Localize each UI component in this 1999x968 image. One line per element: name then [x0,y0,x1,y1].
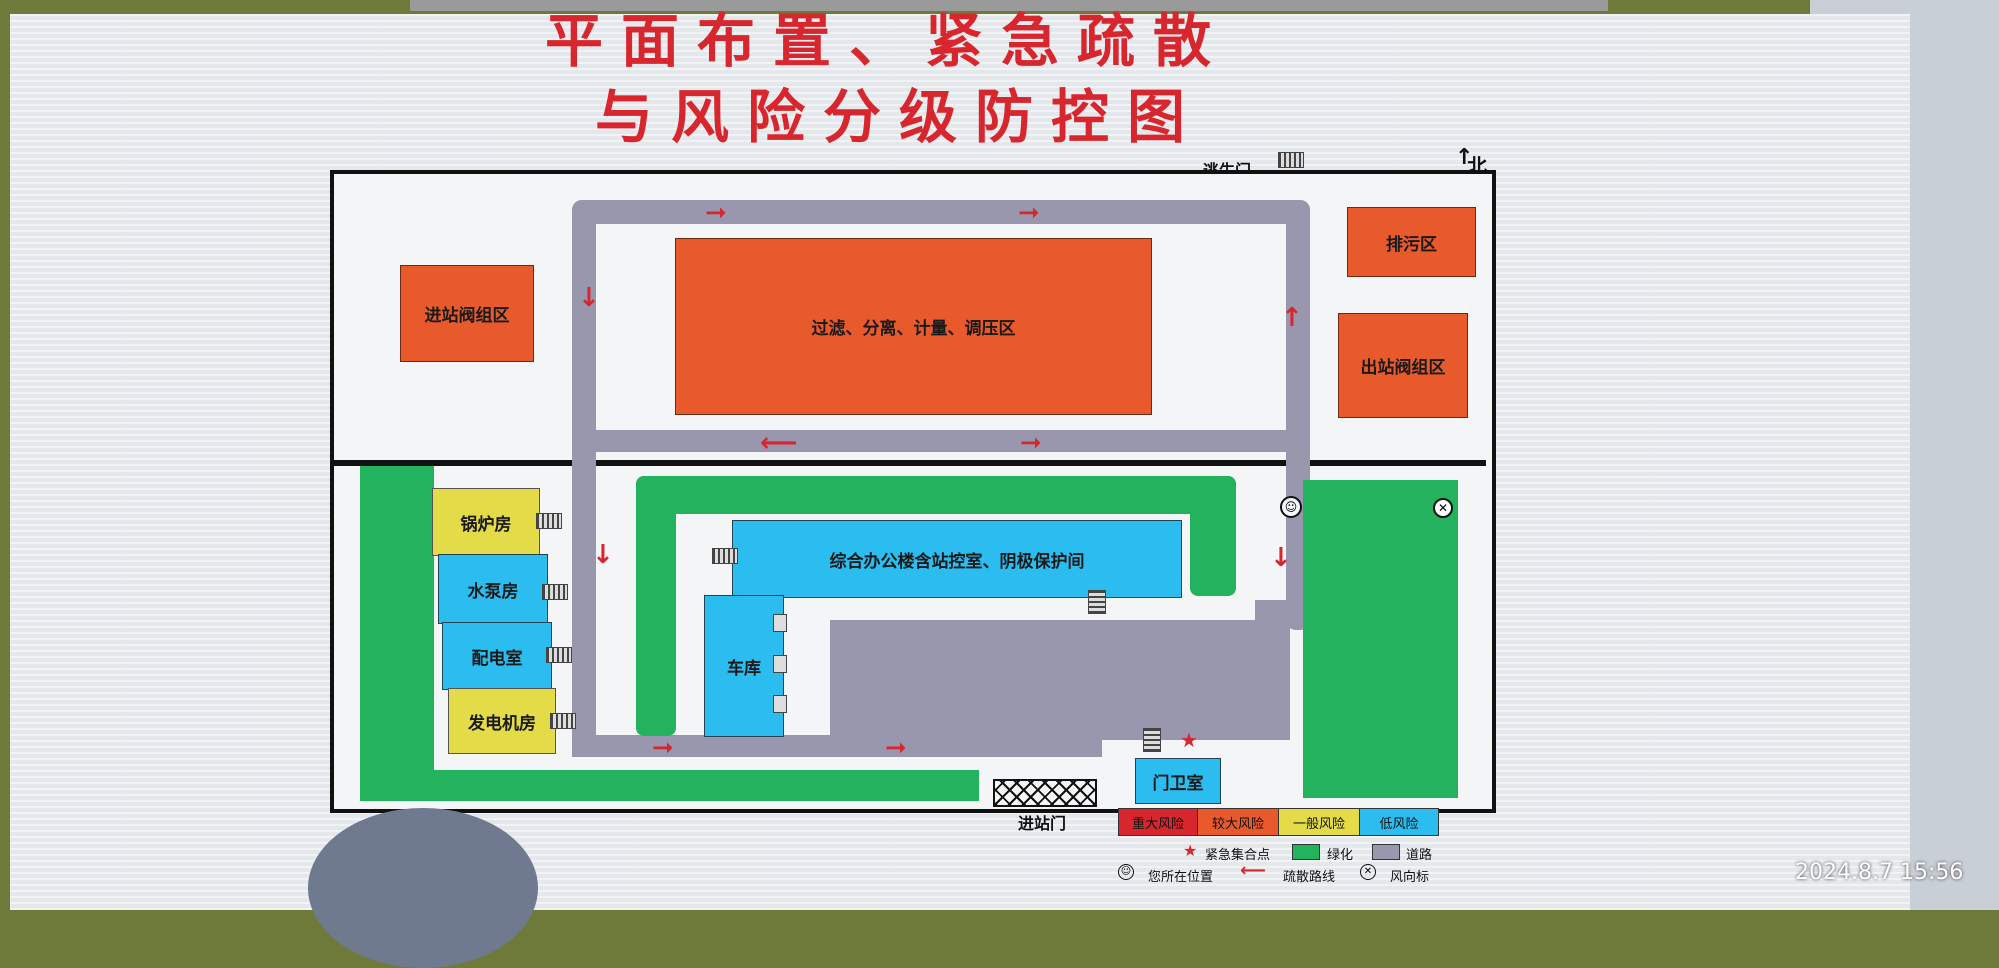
legend-evacuation-route: 疏散路线 [1283,870,1336,885]
evacuation-arrow-icon: ⟵ [760,428,798,458]
road-middle [572,430,1310,452]
stair-icon [542,584,568,600]
power-distribution-room: 配电室 [442,622,552,690]
guard-room: 门卫室 [1135,758,1221,804]
legend-assembly-point: 紧急集合点 [1205,848,1271,863]
stair-icon [1088,590,1106,614]
garage-door-icon [773,695,787,713]
road-top [572,200,1310,224]
entrance-gate-label: 进站门 [1018,814,1067,833]
legend-green-swatch [1292,844,1320,860]
legend-star-icon: ★ [1183,841,1198,860]
boiler-room: 锅炉房 [432,488,540,556]
evacuation-arrow-icon: ➞ [652,733,674,763]
legend-major-risk: 重大风险 [1118,808,1198,836]
garage-door-icon [773,614,787,632]
title-line-2: 与风险分级防控图 [595,83,1204,151]
legend-your-position: 您所在位置 [1148,870,1214,885]
photo-timestamp: 2024.8.7 15:56 [1795,860,1964,885]
evacuation-arrow-icon: ➞ [705,198,727,228]
stair-icon [546,647,572,663]
filter-zone: 过滤、分离、计量、调压区 [675,238,1152,415]
evacuation-arrow-icon: ↑ [1281,303,1303,333]
green-area-mid-right [1190,476,1236,596]
evacuation-arrow-icon: ➞ [1020,428,1042,458]
road-corner [1255,600,1290,640]
generator-room: 发电机房 [448,688,556,754]
sign-board [10,14,1910,910]
garage: 车库 [704,595,784,737]
parking-area [830,620,1290,740]
inlet-valve-zone: 进站阀组区 [400,265,534,362]
photo-scene: 平面布置、紧急疏散 与风险分级防控图 逃生门 ↑ 北 进站阀组区 过滤、分离、计… [10,0,1999,968]
north-arrow-icon: ↑ [1455,145,1474,170]
entrance-gate-icon [993,779,1097,807]
garage-door-icon [773,655,787,673]
sewage-zone: 排污区 [1347,207,1476,277]
top-bar [410,0,1608,11]
zone-divider [334,460,1486,466]
legend-greening: 绿化 [1327,848,1354,863]
stair-icon [712,548,738,564]
legend-large-risk: 较大风险 [1197,808,1279,836]
office-building: 综合办公楼含站控室、阴极保护间 [732,520,1182,598]
outlet-valve-zone: 出站阀组区 [1338,313,1468,418]
road-left [572,200,596,755]
you-are-here-icon: ☺ [1280,496,1302,518]
evacuation-arrow-icon: ↓ [592,540,614,570]
evacuation-arrow-icon: ↓ [578,283,600,313]
legend-wind-indicator: 风向标 [1390,870,1430,885]
stair-icon [550,713,576,729]
green-area-left [360,466,434,801]
legend-road-swatch [1372,844,1400,860]
stair-icon [1278,152,1304,168]
legend-you-icon: ☺ [1118,864,1134,880]
legend-general-risk: 一般风险 [1278,808,1360,836]
legend-wind-icon: ✕ [1360,864,1376,880]
legend-evacuation-arrow-icon: ⟵ [1240,860,1266,881]
stair-icon [536,513,562,529]
green-area-mid-left [636,476,676,736]
wind-indicator-icon: ✕ [1433,498,1453,518]
stair-icon [1143,728,1161,752]
assembly-point-star-icon: ★ [1180,728,1198,752]
pump-room: 水泵房 [438,554,548,624]
evacuation-arrow-icon: ↓ [1270,543,1292,573]
title-line-1: 平面布置、紧急疏散 [545,7,1230,75]
photographer-shadow [308,808,538,968]
evacuation-arrow-icon: ➞ [1018,198,1040,228]
green-area-right [1303,480,1458,798]
green-area-mid-top [636,476,1236,514]
evacuation-arrow-icon: ➞ [885,733,907,763]
legend-low-risk: 低风险 [1359,808,1439,836]
green-area-bottom [434,770,979,801]
legend-road: 道路 [1406,848,1433,863]
road-bottom [572,735,1102,757]
